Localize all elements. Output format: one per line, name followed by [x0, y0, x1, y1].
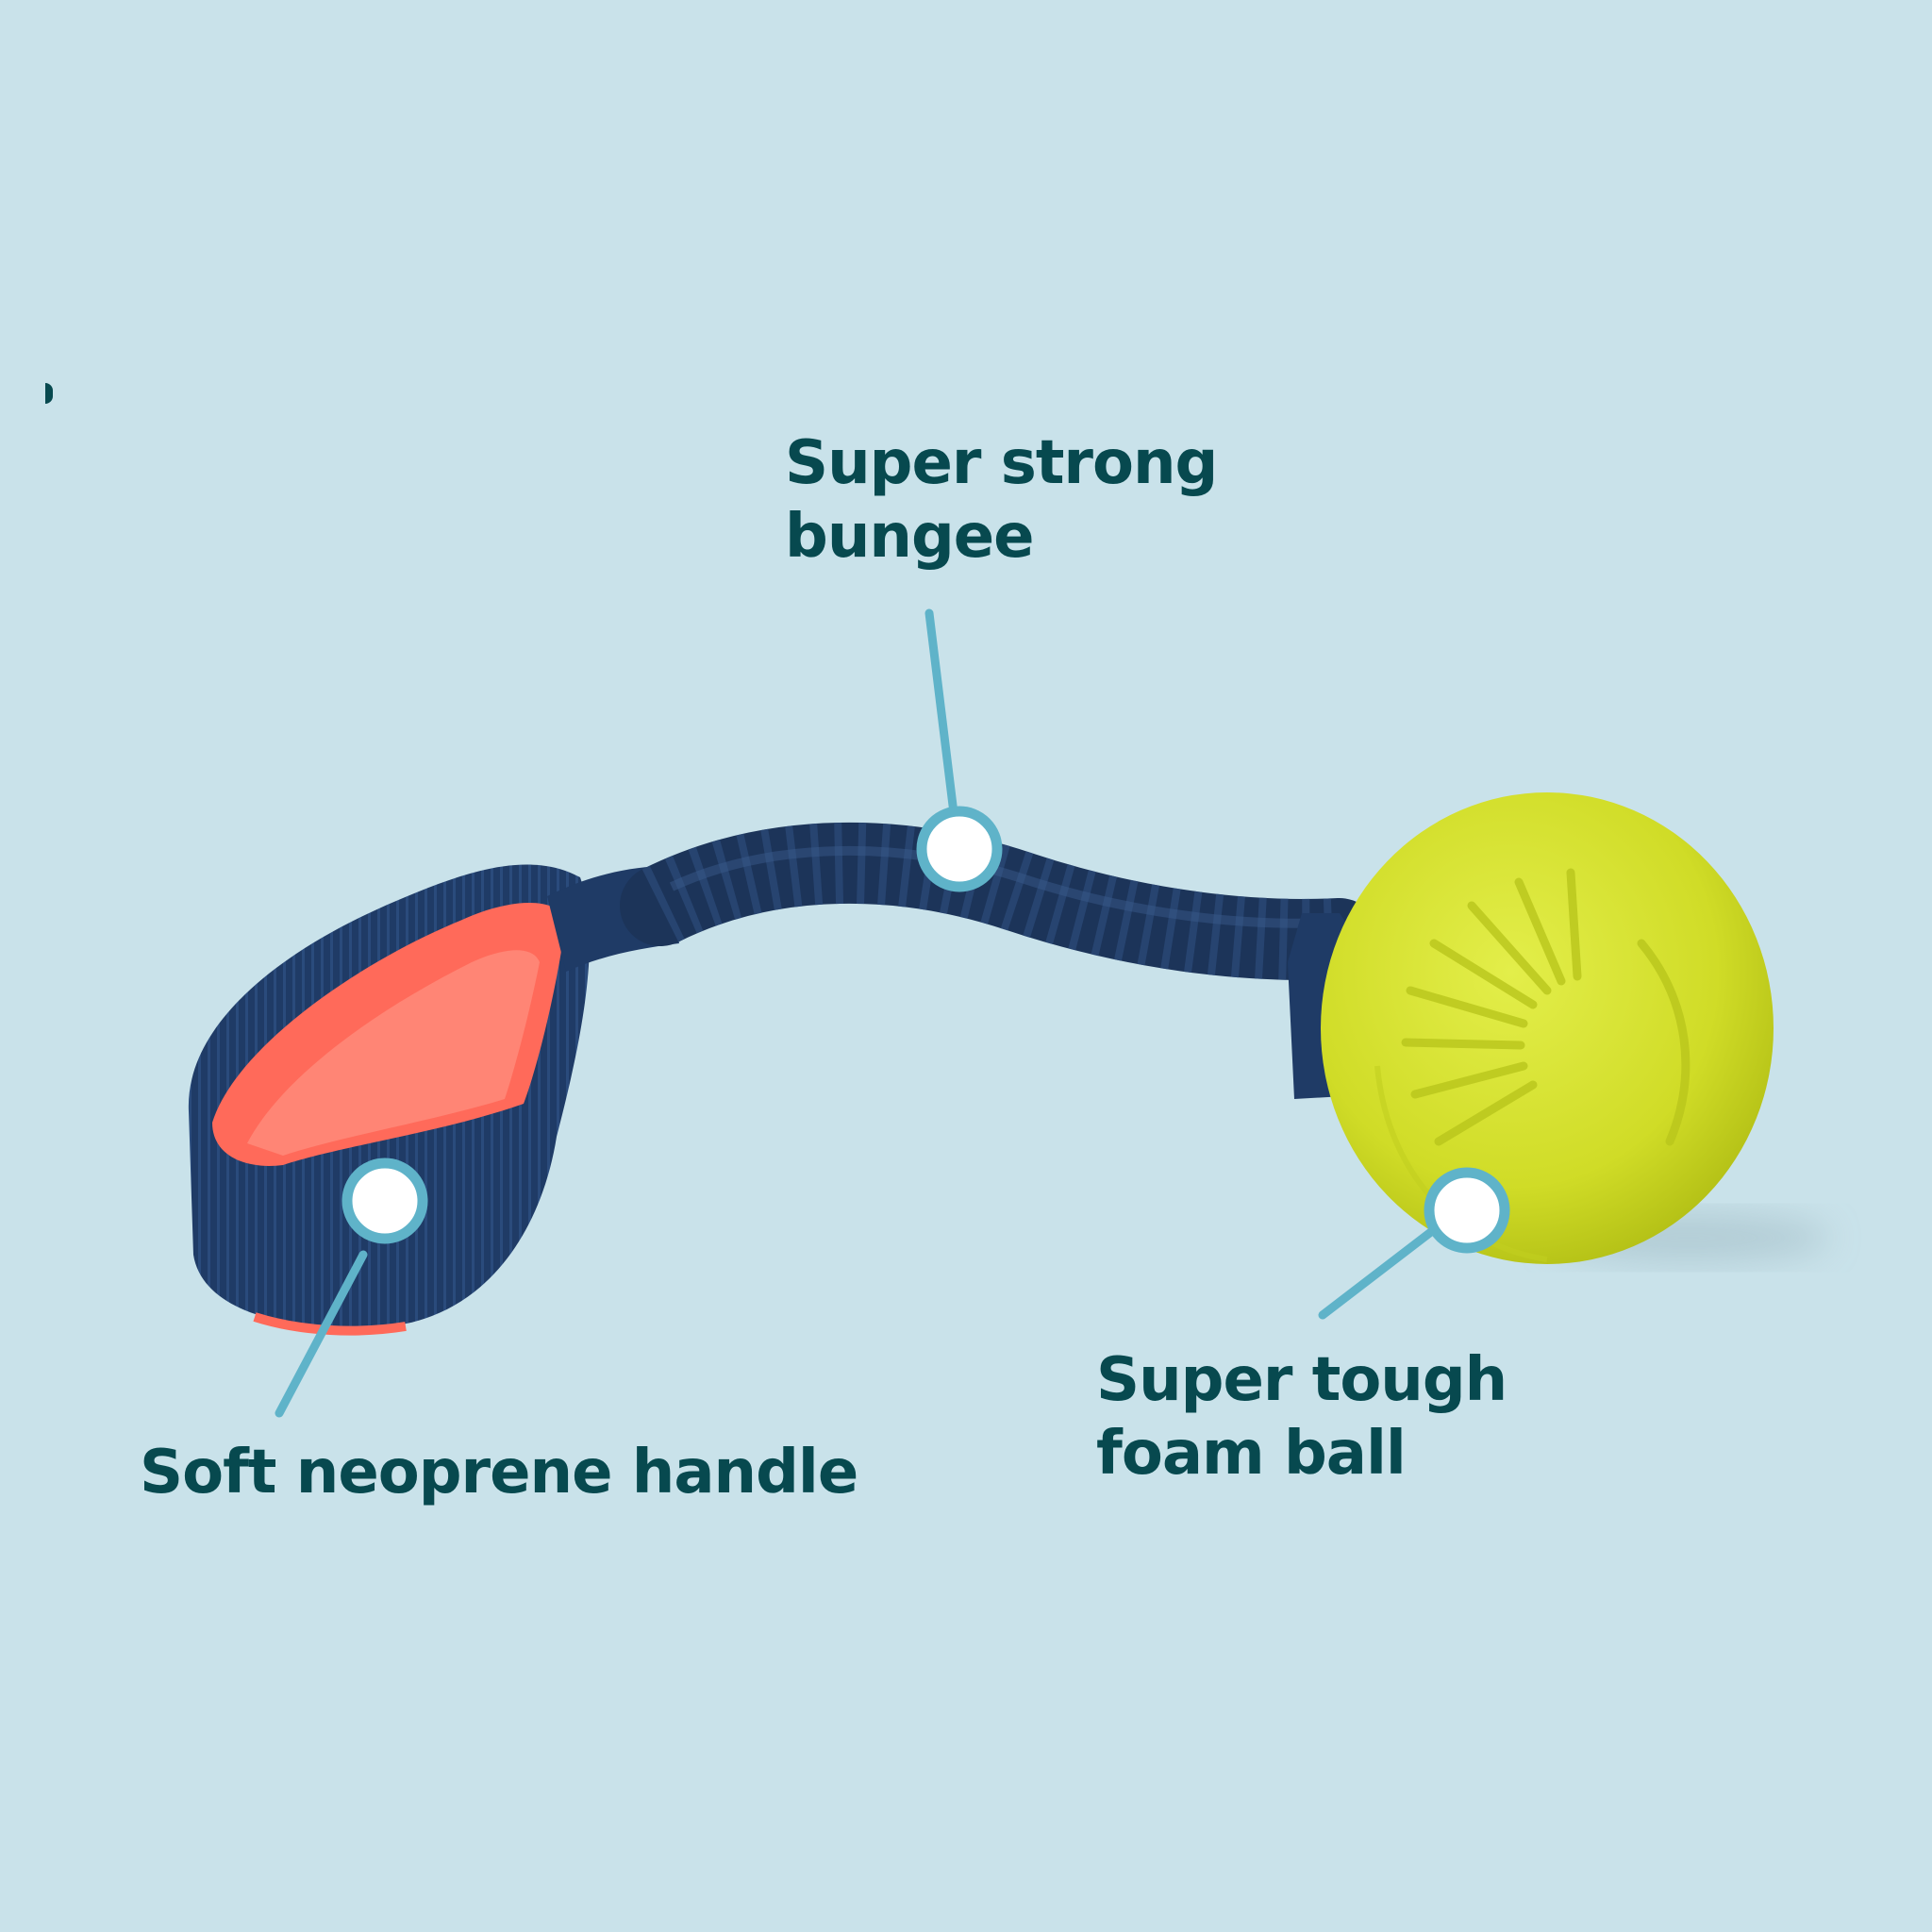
foam-ball: [1321, 792, 1774, 1264]
handle-callout-line: [275, 1250, 368, 1418]
edge-mark: [45, 383, 53, 404]
bungee-callout-line: [924, 608, 959, 825]
ball-callout-line: [1318, 1224, 1441, 1320]
bungee-label-line2: bungee: [785, 502, 1035, 572]
ball-label-line2: foam ball: [1096, 1419, 1407, 1489]
handle-label-text: Soft neoprene handle: [140, 1438, 858, 1507]
bungee-callout-label: Super strong bungee: [785, 426, 1218, 574]
ball-callout-dot: [1424, 1167, 1510, 1254]
handle-callout-dot: [341, 1158, 428, 1244]
bungee-callout-dot: [916, 806, 1003, 892]
handle-callout-label: Soft neoprene handle: [140, 1436, 858, 1509]
bungee-cord: [620, 822, 1380, 980]
ball-callout-label: Super tough foam ball: [1096, 1343, 1507, 1491]
ball-label-line1: Super tough: [1096, 1345, 1507, 1415]
neoprene-handle: [188, 864, 590, 1336]
bungee-label-line1: Super strong: [785, 428, 1218, 498]
